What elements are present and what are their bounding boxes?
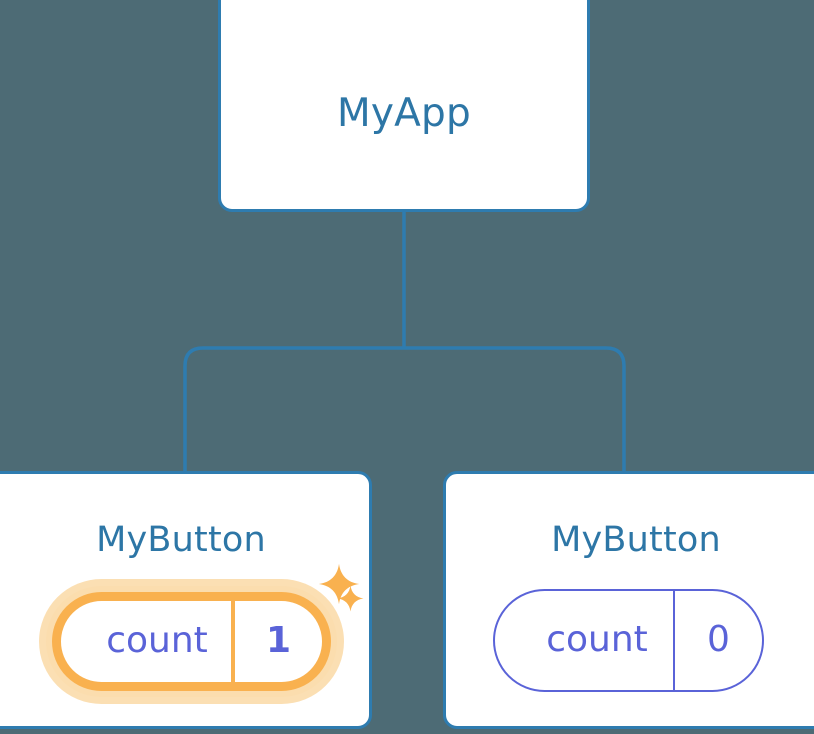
node-title-myapp: MyApp — [337, 91, 471, 136]
state-pill-key-left: count — [106, 620, 208, 661]
node-title-mybutton-right: MyButton — [551, 520, 721, 560]
state-pill-value-left: 1 — [231, 601, 322, 682]
node-title-mybutton-left: MyButton — [96, 520, 266, 560]
node-card-myapp[interactable]: MyApp — [218, 0, 590, 212]
node-card-mybutton-right[interactable]: MyButton — [443, 471, 814, 729]
state-pill-key-right: count — [546, 619, 648, 660]
state-pill-value-right: 0 — [673, 591, 762, 690]
connector-bus-to-children — [183, 346, 626, 471]
state-pill-count-left[interactable]: count 1 — [52, 592, 331, 691]
state-pill-count-right[interactable]: count 0 — [493, 589, 764, 692]
